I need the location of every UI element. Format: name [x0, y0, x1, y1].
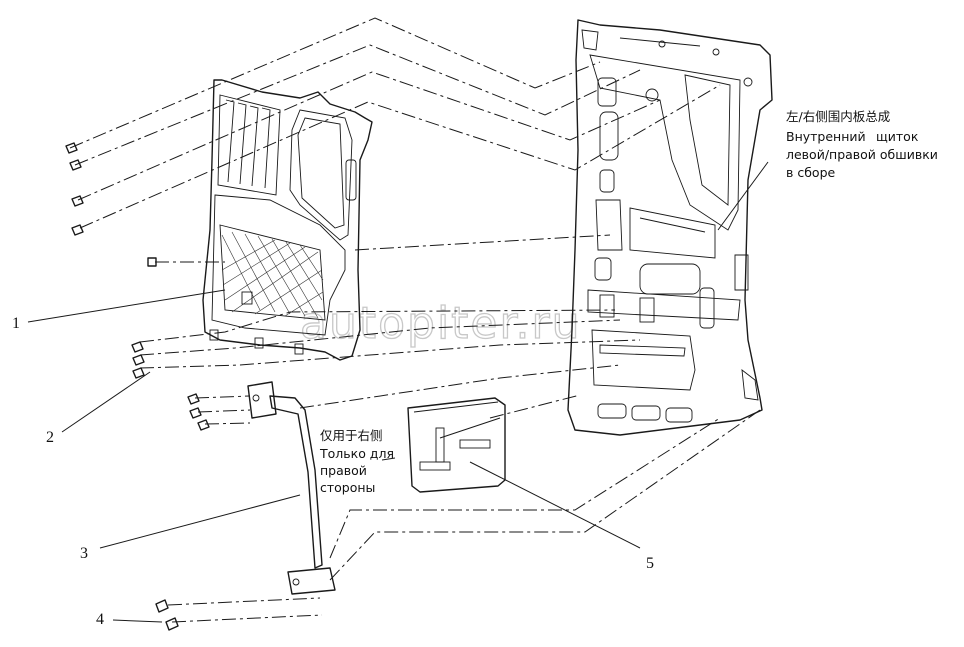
assembly-note-ru-2: левой/правой обшивки	[786, 147, 938, 162]
bolts-bar-top	[187, 393, 210, 431]
right-side-note: 仅用于右侧 Только для правой стороны	[319, 428, 394, 495]
bolts-bar-bottom	[155, 599, 179, 631]
inner-side-panel	[202, 79, 373, 361]
callout-2: 2	[46, 429, 54, 446]
assembly-note-zh: 左/右侧围内板总成	[786, 109, 890, 124]
assembly-note: 左/右侧围内板总成 Внутренний щиток левой/правой …	[786, 109, 938, 180]
bolts-middle	[131, 341, 145, 379]
leader-lines	[27, 161, 769, 623]
assembly-lines	[69, 17, 761, 623]
cab-side-frame	[567, 19, 773, 436]
support-bar	[247, 381, 336, 595]
assembly-note-ru-1b: щиток	[876, 129, 919, 144]
right-side-note-ru-3: стороны	[320, 480, 375, 495]
callout-3: 3	[80, 545, 88, 562]
bolts-top	[65, 142, 157, 267]
right-side-note-zh: 仅用于右侧	[320, 428, 383, 443]
callout-5: 5	[646, 555, 654, 572]
callout-4: 4	[96, 611, 104, 628]
cover-plate	[407, 397, 506, 493]
callout-1: 1	[12, 315, 20, 332]
right-side-note-ru-1: Только для	[319, 446, 394, 461]
right-side-note-ru-2: правой	[320, 463, 367, 478]
assembly-note-ru-1a: Внутренний	[786, 129, 866, 144]
assembly-note-ru-3: в сборе	[786, 165, 836, 180]
storage-net	[221, 231, 324, 319]
